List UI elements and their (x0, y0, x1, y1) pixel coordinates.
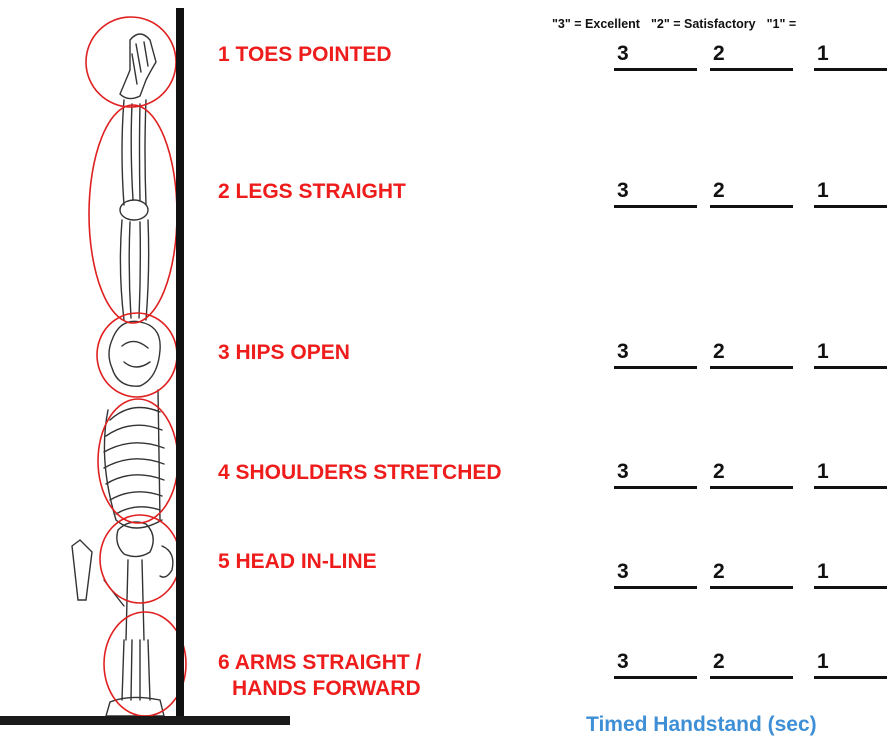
score-row-hips[interactable]: 3 2 1 (614, 340, 887, 370)
score-1[interactable]: 1 (814, 560, 887, 589)
scapula (72, 540, 92, 600)
score-2[interactable]: 2 (710, 460, 793, 489)
timed-handstand-title: Timed Handstand (sec) (586, 712, 817, 738)
score-row-head[interactable]: 3 2 1 (614, 560, 887, 590)
score-3[interactable]: 3 (614, 340, 697, 369)
score-3[interactable]: 3 (614, 42, 697, 71)
rib-cage (104, 408, 164, 515)
skeleton-handstand-illustration (0, 0, 200, 725)
score-3[interactable]: 3 (614, 560, 697, 589)
shin-bones (122, 100, 146, 205)
arms-highlight-circle (104, 612, 186, 716)
criterion-label-line2: HANDS FORWARD (218, 676, 421, 702)
forearm-bones (122, 640, 150, 700)
legend-satisfactory: "2" = Satisfactory (651, 17, 756, 31)
score-3[interactable]: 3 (614, 460, 697, 489)
score-row-legs[interactable]: 3 2 1 (614, 179, 887, 209)
score-1[interactable]: 1 (814, 179, 887, 208)
skeleton-svg (0, 0, 200, 725)
score-3[interactable]: 3 (614, 650, 697, 679)
criterion-arms-straight: 6 ARMS STRAIGHT / HANDS FORWARD (218, 650, 421, 702)
score-2[interactable]: 2 (710, 650, 793, 679)
criterion-label: 2 LEGS STRAIGHT (218, 180, 406, 203)
criterion-toes-pointed: 1 TOES POINTED (218, 42, 392, 68)
score-1[interactable]: 1 (814, 460, 887, 489)
score-2[interactable]: 2 (710, 179, 793, 208)
criterion-label: 3 HIPS OPEN (218, 341, 350, 364)
score-2[interactable]: 2 (710, 340, 793, 369)
femur-bones (120, 220, 148, 320)
score-2[interactable]: 2 (710, 560, 793, 589)
criterion-label: 4 SHOULDERS STRETCHED (218, 461, 502, 484)
criterion-legs-straight: 2 LEGS STRAIGHT (218, 179, 406, 205)
shoulders-highlight-circle (98, 399, 178, 523)
skull (117, 522, 153, 557)
feet-bones (120, 34, 156, 99)
pelvis-bone (109, 321, 160, 386)
score-row-arms[interactable]: 3 2 1 (614, 650, 887, 680)
upper-arm-bones (126, 560, 144, 640)
score-1[interactable]: 1 (814, 42, 887, 71)
score-1[interactable]: 1 (814, 340, 887, 369)
score-row-toes[interactable]: 3 2 1 (614, 42, 887, 72)
score-2[interactable]: 2 (710, 42, 793, 71)
criterion-label: 1 TOES POINTED (218, 43, 392, 66)
score-3[interactable]: 3 (614, 179, 697, 208)
legs-highlight-circle (89, 105, 177, 323)
legend-needs-work: "1" = (767, 17, 797, 31)
score-1[interactable]: 1 (814, 650, 887, 679)
score-legend: "3" = Excellent "2" = Satisfactory "1" = (552, 17, 807, 31)
score-row-shoulders[interactable]: 3 2 1 (614, 460, 887, 490)
legend-excellent: "3" = Excellent (552, 17, 640, 31)
criterion-hips-open: 3 HIPS OPEN (218, 340, 350, 366)
criterion-head-in-line: 5 HEAD IN-LINE (218, 549, 377, 575)
floor-line (0, 716, 290, 725)
toes-highlight-circle (86, 17, 176, 107)
criterion-label: 6 ARMS STRAIGHT / (218, 651, 421, 674)
criterion-label: 5 HEAD IN-LINE (218, 550, 377, 573)
wall-line (176, 8, 184, 720)
criterion-shoulders-stretched: 4 SHOULDERS STRETCHED (218, 460, 502, 486)
